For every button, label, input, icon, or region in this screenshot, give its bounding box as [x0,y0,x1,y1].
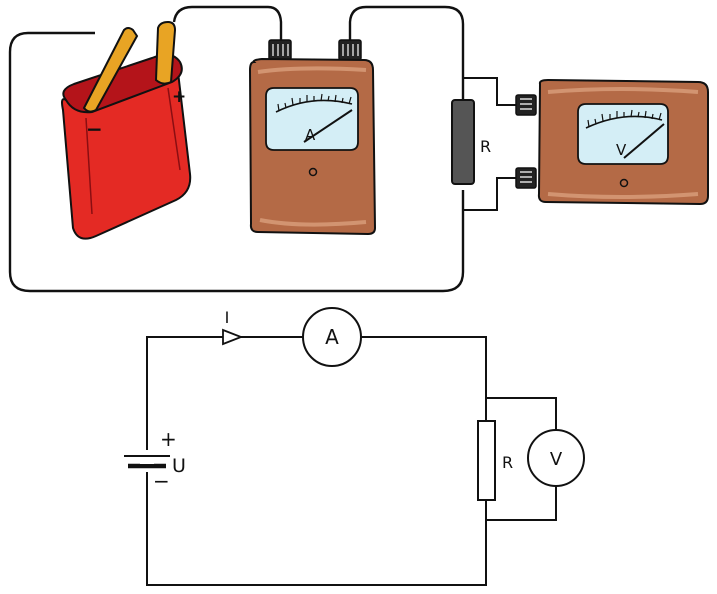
current-label: I [225,308,230,327]
schematic-voltmeter-wire [486,397,557,521]
voltmeter-illustration: V [515,78,709,206]
voltmeter-face [577,103,669,165]
schematic-circuit: I A R V + − U [124,307,585,586]
voltmeter-terminal-top [515,94,537,116]
ammeter-scale-ticks [277,93,352,112]
battery: + − [61,20,192,240]
schematic-wire-top-left [146,336,303,450]
battery-terminal-short [154,20,177,85]
voltmeter-needle [623,123,665,159]
outer-wire-loop [8,31,465,293]
schematic-battery-gap [140,458,154,464]
battery-shade [85,87,181,215]
schematic-wire-top-right [361,336,487,421]
schematic-voltmeter-label: V [550,449,563,470]
schematic-resistor-label: R [502,453,513,472]
voltmeter-terminal-bottom [515,167,537,189]
resistor-body [451,99,475,185]
ammeter-case-shade [257,66,367,227]
voltmeter-case-shade [547,87,699,199]
ammeter-needle [303,109,353,143]
resistor-label: R [480,137,491,156]
ammeter-face [265,87,359,151]
illustrated-circuit: + − A R [8,5,709,293]
ammeter-illustration: A [248,39,377,236]
current-arrow-icon [222,328,244,346]
ammeter-terminal-right [338,39,362,61]
schematic-ammeter-label: A [325,325,339,349]
voltmeter-scale-ticks [587,109,662,128]
schematic-ammeter-circle [302,307,362,367]
ammeter-adjust-screw [308,167,318,177]
resistor-illustration: R [451,99,491,185]
battery-minus-label: − [86,117,103,141]
schematic-battery-plus: + [160,427,177,451]
ammeter-label: A [305,126,316,144]
voltmeter-wire-bottom [463,177,518,211]
top-wire-loop-right [348,5,465,100]
battery-terminal-long [82,27,139,113]
schematic-voltmeter-circle [527,429,585,487]
voltmeter-scale-arc [585,115,663,129]
voltmeter-label: V [616,141,627,159]
battery-plus-label: + [172,87,186,107]
voltmeter-adjust-screw [619,178,629,188]
schematic-voltage-label: U [172,455,186,477]
top-wire-loop-left [172,5,283,42]
voltmeter-wire-top [463,77,518,106]
schematic-resistor [477,420,496,501]
schematic-wire-right-lower [146,472,487,586]
schematic-battery-minus: − [153,469,170,493]
ammeter-terminal-left [268,39,292,61]
ammeter-scale-arc [275,99,353,113]
